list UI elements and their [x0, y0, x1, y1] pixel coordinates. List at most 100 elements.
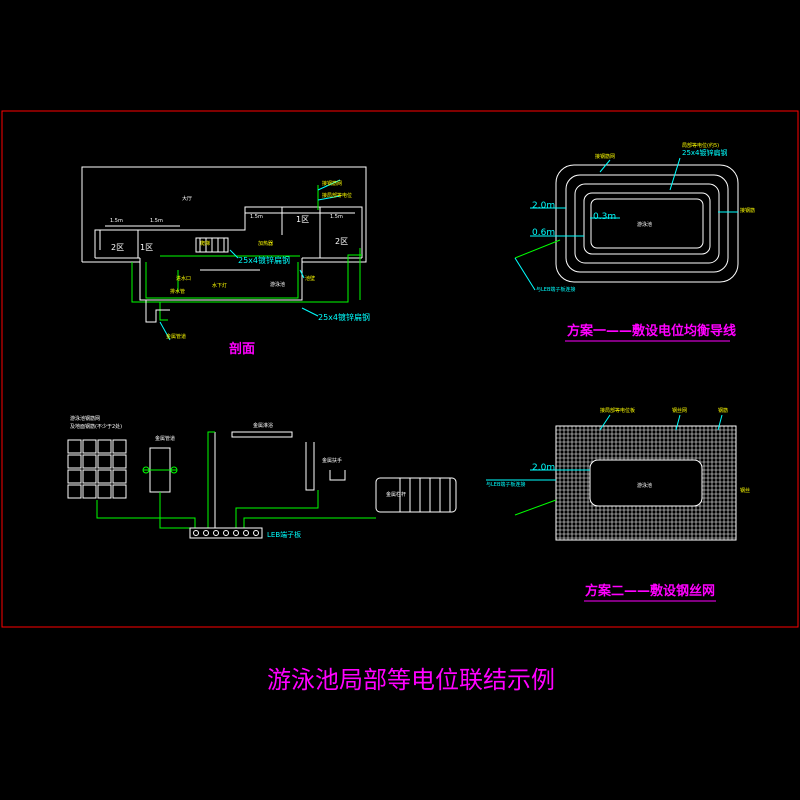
grid-cell: [67, 469, 82, 484]
clamp-bolt: [170, 466, 178, 474]
zone-label: 1区: [140, 243, 153, 252]
handrail-label: 金属扶手: [322, 457, 342, 464]
shower-head: [231, 431, 293, 438]
railing-frame: [375, 477, 457, 513]
annotation: 接钢筋网: [595, 153, 615, 160]
bonding-detail: 游泳池钢筋网 及地面钢筋(不少于2处) 金属管道 金属淋浴 金属扶手 金属栏杆: [67, 415, 457, 539]
bonding-conductor-right: [310, 254, 362, 303]
dim-text: 1.5m: [150, 218, 163, 224]
leader: [159, 321, 171, 341]
annotation: 水下灯: [212, 282, 227, 289]
grid-cell: [97, 484, 112, 499]
grid-cell: [67, 439, 82, 454]
annotation: 接钢筋: [740, 207, 755, 214]
annotation: 金属管道: [166, 333, 186, 340]
section-view: 大厅 游泳池 1.5m 1.5m 1.5m 1.5m 2区 1区 1区 2区 2…: [81, 166, 370, 357]
bonding-conductor-inner: [145, 262, 299, 299]
leader: [669, 157, 681, 191]
plan1-inner-ring: [583, 192, 711, 255]
plan-option-2: 游泳池 2.0m 与LEB端子板连接 接局部等电位板 钢丝网 钢筋 钢丝 方案二…: [486, 407, 750, 602]
leader: [317, 195, 341, 201]
plan2-pool: [589, 459, 703, 507]
annotation: 局部等电位(约5): [682, 142, 719, 149]
grid-cell: [112, 484, 127, 499]
annotation: 加热器: [258, 240, 273, 247]
bond-railing: [243, 517, 376, 528]
annotation: 钢丝: [740, 487, 750, 494]
bar-label-bottom: 25x4镀锌扁钢: [318, 312, 370, 322]
hall-label: 大厅: [182, 195, 192, 202]
terminal-screw: [233, 530, 239, 536]
pool-label: 游泳池: [637, 221, 652, 228]
leb-terminal-bar: [189, 527, 263, 539]
plan1-middle-ring: [574, 183, 720, 264]
terminal-screw: [213, 530, 219, 536]
handrail: [305, 442, 315, 491]
terminal-screw: [193, 530, 199, 536]
grid-cell: [97, 469, 112, 484]
pipe-label: 金属管道: [155, 435, 175, 442]
bonding-drop: [159, 302, 168, 321]
plan-option-1: 接钢筋网 局部等电位(约5) 25x4镀锌扁钢 接钢筋 2.0m 0.3m 0.…: [514, 142, 755, 342]
building-outline: [81, 166, 367, 263]
annotation: 钢丝网: [672, 407, 687, 414]
grid-cell: [82, 454, 97, 469]
grid-cell: [112, 454, 127, 469]
grid-cell: [97, 439, 112, 454]
dim-text: 2.0m: [532, 201, 555, 211]
grid-label: 游泳池钢筋网: [70, 415, 100, 422]
grid-label: 及地面钢筋(不少于2处): [70, 423, 122, 430]
plan1-caption: 方案一——敷设电位均衡导线: [567, 323, 736, 339]
leb-terminals: [193, 530, 259, 536]
bond-shower: [207, 431, 215, 528]
leader: [301, 307, 319, 317]
dim-text: 2.0m: [532, 463, 555, 473]
bond-grid: [96, 500, 196, 528]
plan2-caption: 方案二——敷设钢丝网: [585, 583, 715, 599]
leader: [675, 414, 681, 431]
dim-text: 0.3m: [593, 212, 616, 222]
terminal-screw: [223, 530, 229, 536]
rebar-grid: [67, 439, 127, 499]
annotation: 钢筋: [718, 407, 728, 414]
dim-text: 1.5m: [110, 218, 123, 224]
grid-cell: [82, 484, 97, 499]
zone-label: 2区: [335, 237, 348, 246]
grid-cell: [67, 484, 82, 499]
clamp-bolt: [142, 466, 150, 474]
handrail-foot: [329, 470, 346, 481]
wire-mesh-area: [555, 425, 737, 541]
terminal-screw: [203, 530, 209, 536]
shower-label: 金属淋浴: [253, 422, 273, 429]
plan1-bond-line: [514, 239, 561, 259]
leader: [599, 159, 611, 173]
annotation: 25x4镀锌扁钢: [682, 148, 728, 157]
annotation: 池壁: [305, 275, 315, 282]
grid-cell: [67, 454, 82, 469]
annotation: 进水口: [176, 275, 191, 282]
pool-label: 游泳池: [637, 482, 652, 489]
drawing-frame: [1, 110, 799, 628]
drawing-title: 游泳池局部等电位联结示例: [267, 666, 555, 694]
section-caption: 剖面: [229, 341, 255, 357]
annotation: 与LEB端子板连接: [536, 286, 575, 293]
leader: [514, 257, 536, 291]
plan1-outer-boundary: [555, 164, 739, 283]
grid-cell: [97, 454, 112, 469]
annotation: 接钢筋网: [322, 180, 342, 187]
metal-railing: [375, 477, 457, 513]
plan2-bond-line: [514, 499, 557, 516]
leader: [599, 414, 611, 431]
bonding-conductor-bottom: [131, 262, 310, 303]
grid-cell: [82, 469, 97, 484]
inner-floor-outline: [94, 206, 363, 258]
bond-handrail: [235, 490, 319, 528]
leader: [717, 414, 723, 431]
dim-text: 0.6m: [532, 228, 555, 238]
terminal-screw: [243, 530, 249, 536]
zone-label: 1区: [296, 215, 309, 224]
drain-pipe: [145, 300, 170, 323]
annotation: 接局部等电位板: [600, 407, 635, 414]
zone-label: 2区: [111, 243, 124, 252]
